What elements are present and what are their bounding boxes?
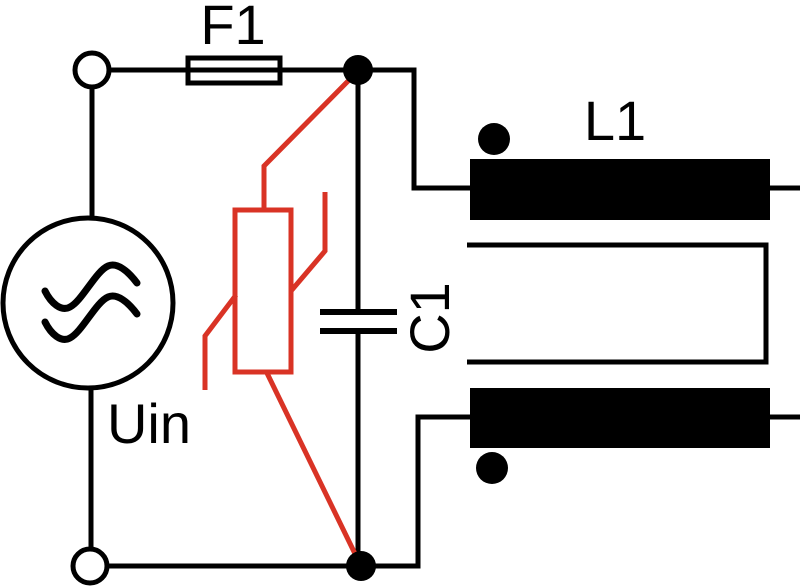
sine-wave-lower — [41, 292, 141, 343]
varistor-strike-lower — [202, 293, 238, 390]
wire-top-rail — [108, 67, 470, 191]
choke-winding-bottom — [470, 388, 770, 448]
varistor-upper-lead — [261, 70, 359, 211]
wire-bottom-rail — [106, 414, 470, 569]
choke-phase-dot-bottom — [476, 452, 508, 484]
common-mode-choke: L1 — [467, 89, 770, 484]
choke-core — [467, 242, 769, 365]
ac-source: Uin — [0, 215, 191, 455]
choke-phase-dot-top — [478, 123, 510, 155]
choke-winding-top — [470, 159, 770, 220]
source-label: Uin — [107, 392, 191, 455]
terminals — [70, 50, 112, 586]
junction-dot-bottom — [346, 551, 376, 581]
choke-label: L1 — [584, 89, 646, 152]
capacitor: C1 — [320, 282, 461, 354]
junction-dot-top — [343, 55, 373, 85]
terminal-top — [72, 50, 112, 90]
fuse-label: F1 — [200, 0, 265, 56]
fuse: F1 — [185, 0, 283, 86]
wires — [88, 67, 800, 569]
varistor-strike-upper — [289, 192, 328, 293]
terminal-bottom — [70, 546, 110, 586]
sine-wave-upper — [41, 261, 141, 312]
ac-source-circle — [0, 215, 176, 391]
varistor — [202, 70, 363, 566]
capacitor-label: C1 — [398, 282, 461, 354]
varistor-body — [232, 207, 294, 375]
junctions — [343, 55, 376, 581]
fuse-body — [185, 55, 283, 86]
varistor-lower-lead — [263, 369, 363, 566]
